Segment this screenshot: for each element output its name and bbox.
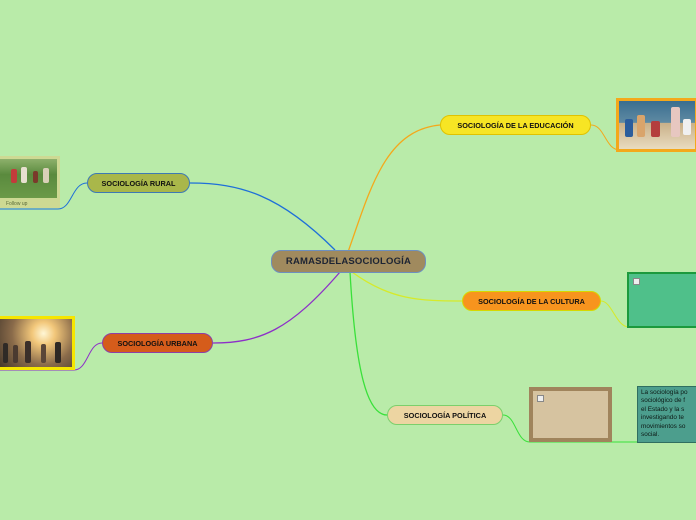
topic-sociologia-urbana[interactable]: SOCIOLOGÍA URBANA bbox=[102, 333, 213, 353]
street-photo bbox=[0, 319, 72, 367]
politics-description-note[interactable]: La sociología po sociológico de f el Est… bbox=[637, 386, 696, 443]
urban-street-image[interactable] bbox=[0, 316, 75, 370]
field-photo bbox=[0, 159, 57, 198]
link-urban bbox=[212, 271, 341, 344]
broken-image-icon bbox=[633, 278, 640, 285]
link-rural bbox=[189, 182, 336, 251]
culture-image-placeholder[interactable] bbox=[627, 272, 696, 328]
topic-sociologia-politica[interactable]: SOCIOLOGÍA POLÍTICA bbox=[387, 405, 503, 425]
politics-image-placeholder[interactable] bbox=[529, 387, 612, 442]
link-politics bbox=[349, 271, 388, 416]
topic-sociologia-rural[interactable]: SOCIOLOGÍA RURAL bbox=[87, 173, 190, 193]
broken-image-icon bbox=[537, 395, 544, 402]
link-rural-image bbox=[0, 182, 88, 210]
education-classroom-image[interactable] bbox=[616, 98, 696, 152]
central-topic[interactable]: RAMASDELASOCIOLOGÍA bbox=[271, 250, 426, 273]
topic-sociologia-educacion[interactable]: SOCIOLOGÍA DE LA EDUCACIÓN bbox=[440, 115, 591, 135]
topic-sociologia-cultura[interactable]: SOCIOLOGÍA DE LA CULTURA bbox=[462, 291, 601, 311]
link-culture bbox=[351, 271, 463, 302]
link-culture-box bbox=[600, 300, 630, 328]
link-education bbox=[347, 124, 441, 253]
rural-field-image[interactable]: Follow up bbox=[0, 156, 60, 208]
classroom-photo bbox=[619, 101, 695, 149]
image-caption: Follow up bbox=[6, 201, 28, 207]
